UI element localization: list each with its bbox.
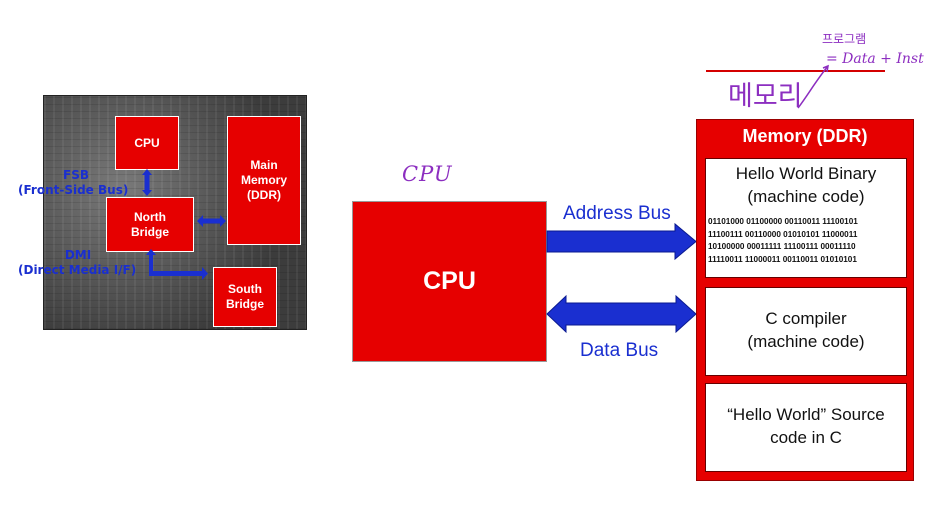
fsb-title: FSB <box>63 168 89 182</box>
compiler-box-line1: C compiler <box>765 309 847 328</box>
dmi-title: DMI <box>64 248 92 262</box>
compiler-box: C compiler (machine code) <box>705 287 907 376</box>
board-south-bridge-block: South Bridge <box>213 267 277 327</box>
board-cpu-block: CPU <box>115 116 179 170</box>
motherboard-photo: CPU Main Memory (DDR) North Bridge South… <box>43 95 307 330</box>
fsb-arrow-icon <box>142 169 152 196</box>
board-main-memory-block: Main Memory (DDR) <box>227 116 301 245</box>
data-bus-label: Data Bus <box>580 340 659 361</box>
board-south-bridge-label: South Bridge <box>225 282 264 311</box>
board-north-bridge-block: North Bridge <box>106 197 194 252</box>
cpu-block: CPU <box>352 201 547 362</box>
binary-box: Hello World Binary (machine code) 011010… <box>705 158 907 278</box>
cpu-handwritten-note: CPU <box>402 162 453 186</box>
compiler-box-line2: (machine code) <box>747 331 865 351</box>
dmi-label: DMI <box>48 248 108 262</box>
fsb-label: FSB <box>46 168 106 182</box>
nb-memory-arrow-icon <box>197 215 226 227</box>
binary-box-title: Hello World Binary <box>735 164 877 183</box>
data-inst-handwritten-note: = Data + Inst <box>826 51 924 67</box>
fsb-sub-label: (Front-Side Bus) <box>18 183 129 197</box>
dmi-arrow-icon <box>146 249 208 280</box>
board-main-memory-label: Main Memory (DDR) <box>240 158 287 202</box>
board-north-bridge-label: North Bridge <box>130 209 169 239</box>
memory-block: Memory (DDR) Hello World Binary (machine… <box>696 119 914 481</box>
address-bus-arrow-icon <box>546 222 697 261</box>
memory-title: Memory (DDR) <box>742 126 868 146</box>
binary-line: 10100000 00011111 11100111 00011110 <box>708 242 856 252</box>
address-bus-label: Address Bus <box>563 203 671 224</box>
binary-line: 01101000 01100000 00110011 11100101 <box>708 216 858 226</box>
program-handwritten-note: 프로그램 <box>822 32 867 46</box>
dmi-sub-label: (Direct Media I/F) <box>18 263 137 277</box>
source-box: “Hello World” Source code in C <box>705 383 907 472</box>
source-box-line2: code in C <box>770 427 842 447</box>
source-box-line1: “Hello World” Source <box>727 405 885 424</box>
binary-line: 11110011 11000011 00110011 01010101 <box>708 254 857 264</box>
memory-handwritten-note: 메모리 <box>728 81 803 112</box>
binary-line: 11100111 00110000 01010101 11000011 <box>708 229 858 239</box>
cpu-block-label: CPU <box>423 267 476 295</box>
binary-box-subtitle: (machine code) <box>747 186 865 206</box>
annotation-pointer-arrow-icon <box>797 65 829 109</box>
board-cpu-label: CPU <box>134 135 160 150</box>
